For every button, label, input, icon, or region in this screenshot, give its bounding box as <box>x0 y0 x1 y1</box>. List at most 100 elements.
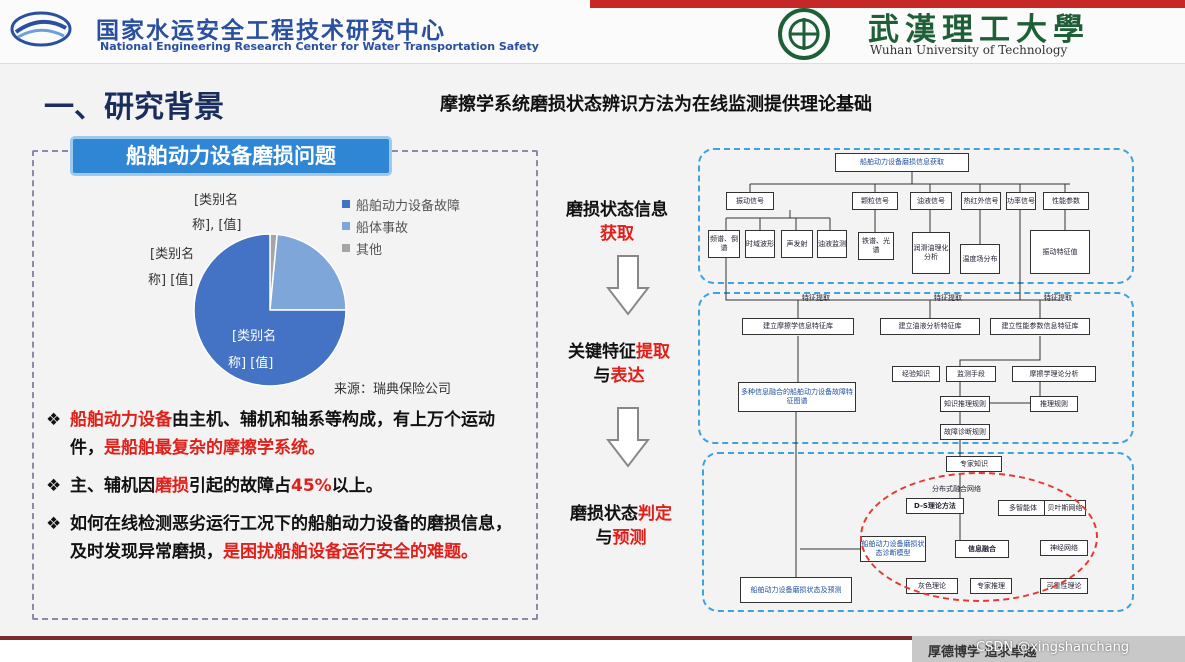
pie-chart <box>193 233 347 387</box>
bullet-2-red1: 磨损 <box>155 476 189 496</box>
flow-rules-aux-box: 推理规则 <box>1030 396 1078 412</box>
flow-extract-label: 特征提取 <box>1044 294 1072 302</box>
university-name-en: Wuhan University of Technology <box>870 43 1068 57</box>
step-1-label: 磨损状态信息 获取 <box>566 198 668 246</box>
flow-feature-box: 润滑油理化分析 <box>912 232 950 274</box>
flow-signal-box: 热红外信号 <box>961 192 1001 210</box>
flow-extract-label: 特征提取 <box>934 294 962 302</box>
flow-feature-box: 铁谱、光谱 <box>858 232 894 260</box>
pie-label-other-1: [类别名 <box>194 193 239 208</box>
flow-signal-box: 振动信号 <box>726 192 774 210</box>
pie-slice-hull <box>269 233 347 311</box>
step-3-text: 磨损状态 <box>570 504 638 524</box>
legend-item: 船舶动力设备故障 <box>342 193 460 215</box>
university-name-cn: 武漢理工大學 <box>868 12 1090 48</box>
bullet-1-red: 船舶动力设备 <box>70 410 172 430</box>
bullet-3: ❖ 如何在线检测恶劣运行工况下的船舶动力设备的磨损信息，及时发现异常磨损，是困扰… <box>46 510 526 566</box>
flow-signal-box: 性能参数 <box>1043 192 1089 210</box>
flow-expert-box: 专家知识 <box>946 456 1002 472</box>
university-seal-icon <box>778 8 830 60</box>
bullet-2-text2: 引起的故障占 <box>189 476 291 496</box>
step-3b-text: 与 <box>595 528 613 548</box>
flow-region-acquire <box>698 148 1134 284</box>
pie-legend: 船舶动力设备故障 船体事故 其他 <box>342 193 460 259</box>
bullet-3-text: 如何在线检测恶劣运行工况下的船舶动力设备的磨损信息，及时发现异常磨损， <box>70 514 512 562</box>
flow-knowledge-box: 经验知识 <box>892 366 940 382</box>
org-name-en: National Engineering Research Center for… <box>100 40 539 53</box>
pie-label-other-2: 称], [值] <box>192 218 242 233</box>
flow-knowledge-box: 监测手段 <box>946 366 996 382</box>
flow-extract-label: 特征提取 <box>802 294 830 302</box>
legend-swatch <box>342 200 350 208</box>
step-3b-red: 预测 <box>612 528 647 548</box>
legend-swatch <box>342 222 350 230</box>
legend-swatch <box>342 244 350 252</box>
flow-signal-box: 颗粒信号 <box>852 192 898 210</box>
flow-signal-box: 油液信号 <box>910 192 952 210</box>
down-arrow-icon <box>606 407 650 468</box>
flow-signal-box: 功率信号 <box>1006 192 1036 210</box>
flow-fusion-map: 多种信息融合的船舶动力设备故障特征图谱 <box>738 382 856 412</box>
flow-feature-box: 温度场分布 <box>960 244 1000 274</box>
pie-label-main-2: 称] [值] <box>228 356 274 371</box>
footer-motto: 厚德博学 追求卓越 <box>928 645 1037 660</box>
step-2-text: 关键特征 <box>568 342 636 362</box>
bullet-2-red2: 45% <box>291 476 332 496</box>
step-3-red: 判定 <box>638 504 672 524</box>
pie-label-hull-2: 称] [值] <box>148 273 194 288</box>
research-center-logo-icon <box>10 11 72 47</box>
section-subtitle: 摩擦学系统磨损状态辨识方法为在线监测提供理论基础 <box>440 94 872 115</box>
flow-feature-box: 振动特征值 <box>1030 230 1090 274</box>
flow-region-extract <box>698 292 1134 444</box>
step-2b-text: 与 <box>593 366 611 386</box>
section-title: 一、研究背景 <box>44 90 224 125</box>
footer-motto-bg <box>912 636 1185 662</box>
flow-rules-box: 知识推理规则 <box>940 396 990 412</box>
pie-label-main-1: [类别名 <box>232 329 277 344</box>
header-red-bar <box>590 0 1185 8</box>
legend-item: 船体事故 <box>342 215 460 237</box>
flow-feature-box: 油液监测 <box>817 230 847 258</box>
legend-label: 其他 <box>356 242 383 258</box>
bullet-1-text: 由主机、辅机和轴系等构成，有上万个运动件， <box>70 410 495 458</box>
panel-tag: 船舶动力设备磨损问题 <box>70 136 392 176</box>
legend-item: 其他 <box>342 237 460 259</box>
bullet-2-text1: 主、辅机因 <box>70 476 155 496</box>
diamond-bullet-icon: ❖ <box>46 514 62 534</box>
fusion-network-ellipse <box>860 472 1098 602</box>
step-2-red: 提取 <box>636 342 670 362</box>
pie-label-hull-1: [类别名 <box>150 247 195 262</box>
org-name-cn: 国家水运安全工程技术研究中心 <box>96 18 446 44</box>
bullet-1: ❖ 船舶动力设备由主机、辅机和轴系等构成，有上万个运动件，是船舶最复杂的摩擦学系… <box>46 406 526 462</box>
step-1-text: 磨损状态信息 <box>566 200 668 220</box>
chart-source: 来源：瑞典保险公司 <box>334 382 452 397</box>
legend-label: 船舶动力设备故障 <box>356 198 461 214</box>
flow-feature-box: 频谱、倒谱 <box>708 230 740 258</box>
flow-output-box: 船舶动力设备磨损状态及预测 <box>740 577 852 603</box>
bullet-3-red: 是困扰船舶设备运行安全的难题。 <box>223 542 478 562</box>
flow-root: 船舶动力设备磨损信息获取 <box>835 153 969 172</box>
diamond-bullet-icon: ❖ <box>46 410 62 430</box>
step-2b-red: 表达 <box>610 366 645 386</box>
step-3-label: 磨损状态判定 与预测 <box>570 502 672 550</box>
slide-header: 国家水运安全工程技术研究中心 National Engineering Rese… <box>0 0 1185 64</box>
flow-feature-box: 声发射 <box>781 230 813 258</box>
flow-lib-box: 建立摩擦学信息特征库 <box>742 318 854 335</box>
pie-slice-main <box>193 233 347 387</box>
csdn-watermark: CSDN @xingshanchang <box>976 640 1130 655</box>
legend-label: 船体事故 <box>356 220 409 236</box>
flow-lib-box: 建立油液分析特征库 <box>880 318 980 335</box>
step-2-label: 关键特征提取 与表达 <box>568 340 670 388</box>
bullet-2: ❖ 主、辅机因磨损引起的故障占45%以上。 <box>46 472 526 500</box>
flow-lib-box: 建立性能参数信息特征库 <box>990 318 1090 335</box>
flow-region-judge <box>702 452 1134 612</box>
down-arrow-icon <box>606 255 650 316</box>
flow-feature-box: 时域波形 <box>745 230 775 258</box>
bullet-2-text3: 以上。 <box>331 476 383 496</box>
flow-diag-box: 故障诊断规则 <box>940 424 990 440</box>
bullet-1-red2: 是船舶最复杂的摩擦学系统。 <box>104 438 325 458</box>
step-1-red: 获取 <box>600 224 634 244</box>
diamond-bullet-icon: ❖ <box>46 476 62 496</box>
flow-knowledge-box: 摩擦学理论分析 <box>1012 366 1096 382</box>
